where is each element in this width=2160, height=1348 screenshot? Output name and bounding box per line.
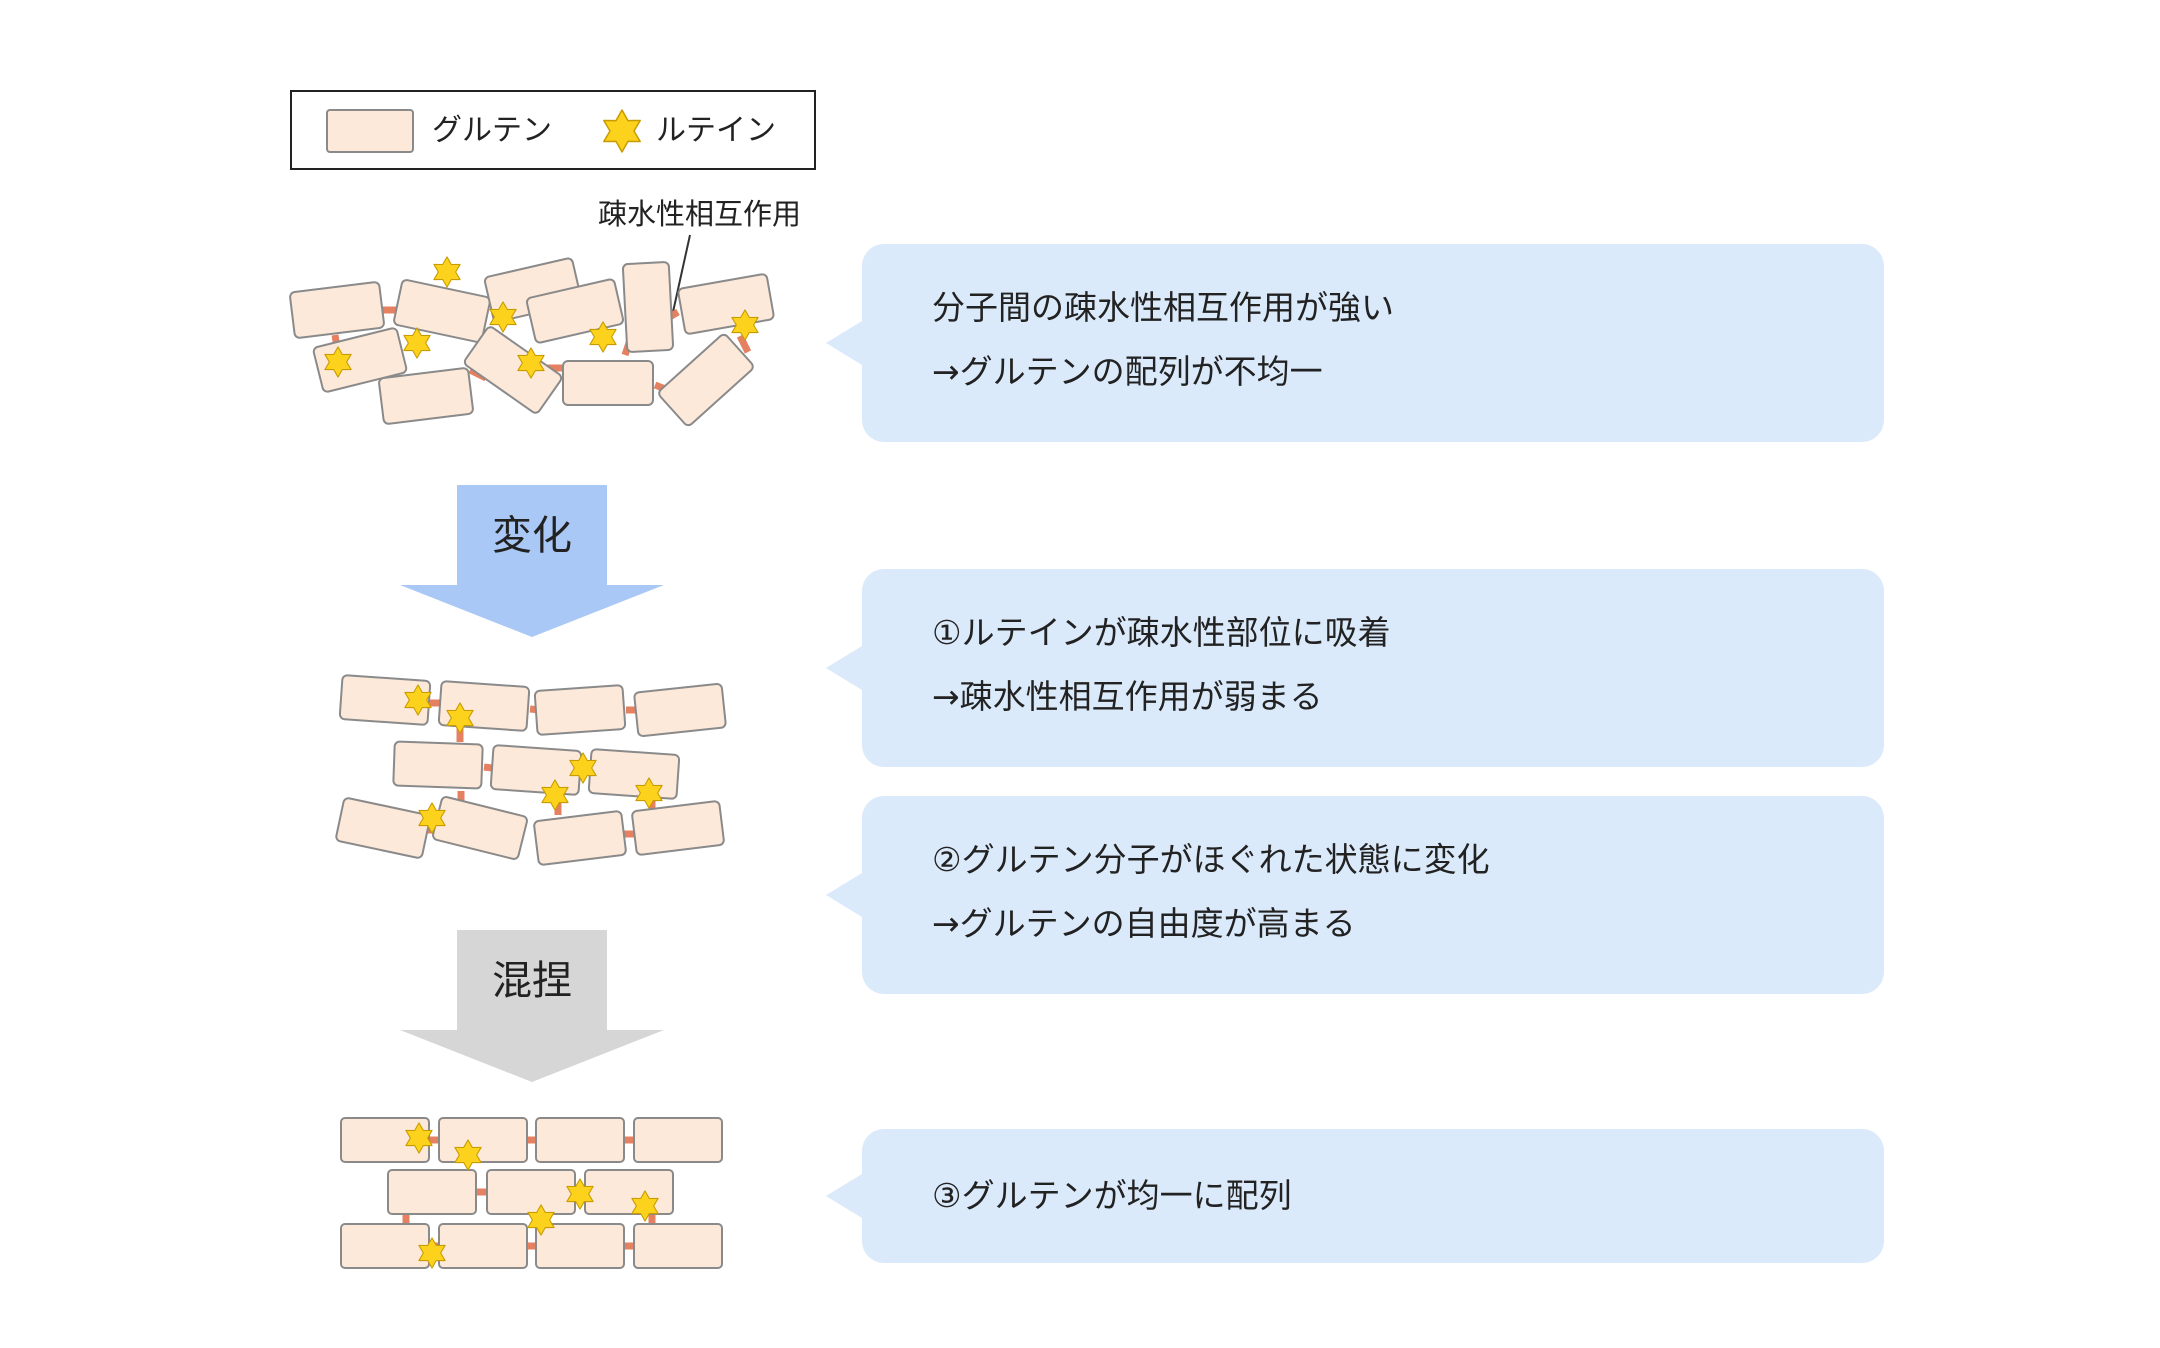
note-2-line-1: ①ルテインが疎水性部位に吸着: [932, 613, 1391, 652]
note-1-line-2: →グルテンの配列が不均一: [932, 352, 1323, 391]
knead-arrow-label: 混捏: [492, 958, 572, 1004]
note-3-line-2: →グルテンの自由度が高まる: [932, 904, 1356, 943]
note-1: 分子間の疎水性相互作用が強い →グルテンの配列が不均一: [826, 244, 1884, 442]
note-3: ②グルテン分子がほぐれた状態に変化 →グルテンの自由度が高まる: [826, 796, 1884, 994]
gluten-molecules: [335, 674, 727, 866]
note-4: ③グルテンが均一に配列: [826, 1129, 1884, 1263]
hydrophobic-interaction-callout: 疎水性相互作用: [598, 197, 802, 231]
knead-arrow: [400, 930, 664, 1082]
note-2-line-2: →疎水性相互作用が弱まる: [932, 677, 1323, 716]
cluster-loosened: [335, 674, 727, 866]
gluten-swatch-icon: [326, 109, 414, 153]
note-3-line-1: ②グルテン分子がほぐれた状態に変化: [932, 840, 1490, 879]
lutein-star-icon: [403, 327, 431, 359]
change-arrow-label: 変化: [492, 513, 572, 559]
note-1-line-1: 分子間の疎水性相互作用が強い: [932, 288, 1394, 327]
lutein-star-icon: [603, 109, 641, 153]
change-arrow: [400, 485, 664, 637]
note-2: ①ルテインが疎水性部位に吸着 →疎水性相互作用が弱まる: [826, 569, 1884, 767]
cluster-disordered: [289, 256, 775, 427]
lutein-star-icon: [433, 256, 461, 288]
legend-lutein-label: ルテイン: [656, 113, 776, 148]
gluten-molecules: [289, 257, 775, 427]
legend: グルテン ルテイン: [290, 90, 816, 170]
note-4-line-1: ③グルテンが均一に配列: [932, 1176, 1292, 1215]
cluster-uniform: [340, 1117, 723, 1269]
callout-leader-line: [672, 234, 691, 313]
legend-gluten-label: グルテン: [432, 113, 552, 148]
